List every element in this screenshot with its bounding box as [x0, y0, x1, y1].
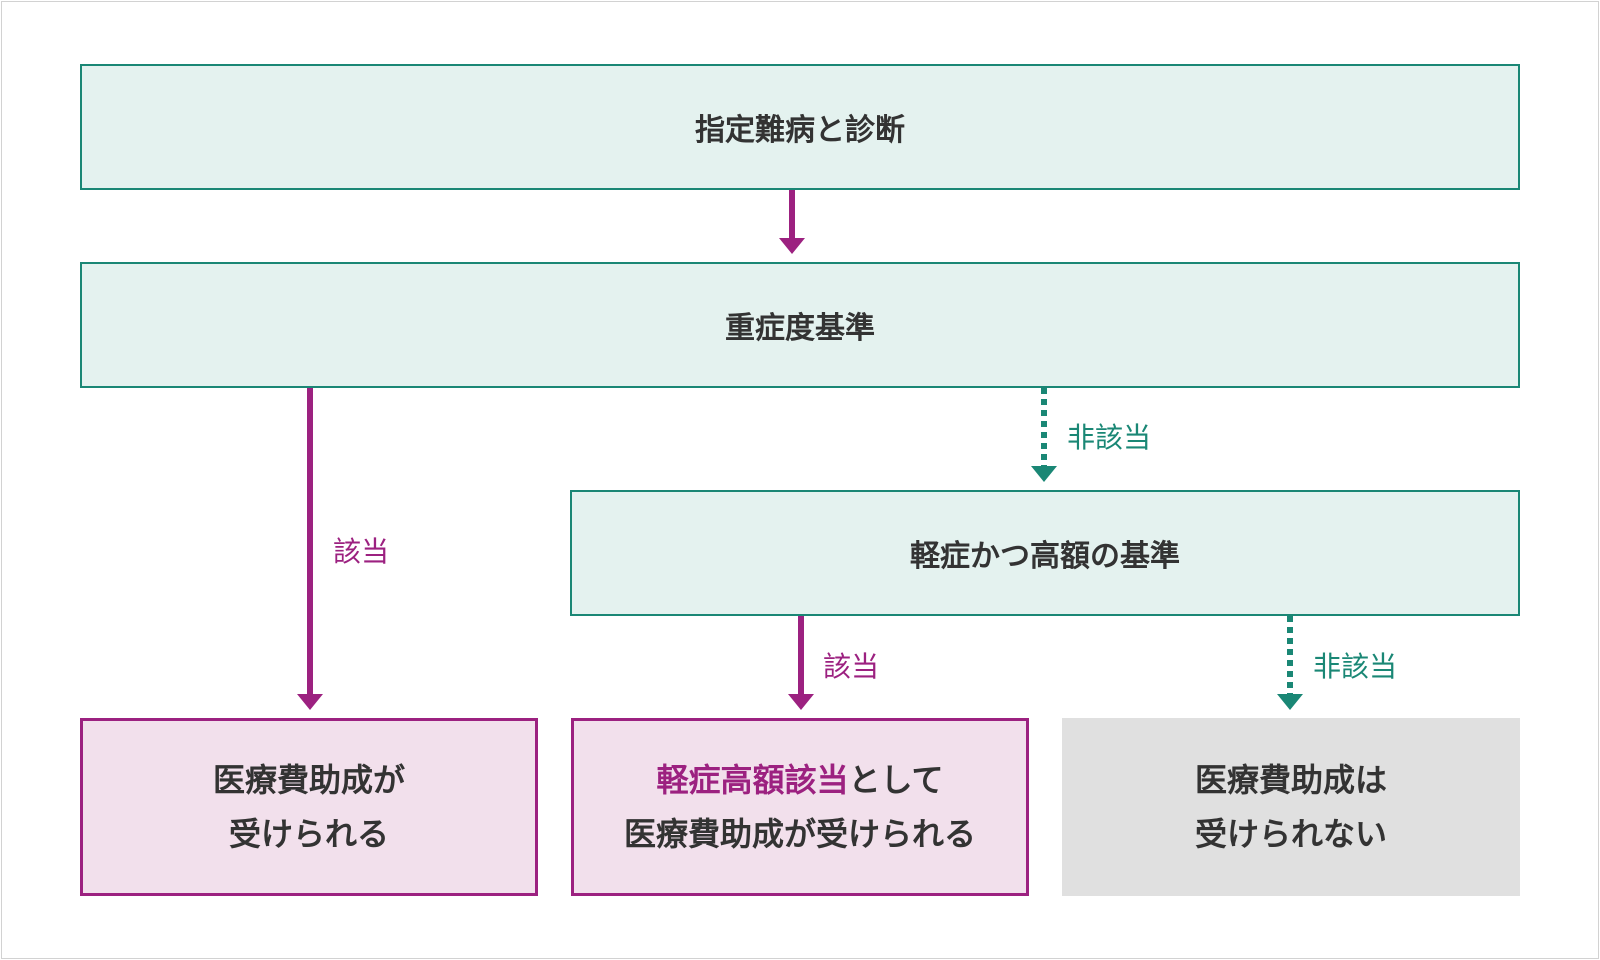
diagnosis-box: 指定難病と診断: [80, 64, 1520, 190]
label-applicable-middle: 該当: [823, 650, 880, 683]
result-subsidy-box: 医療費助成が 受けられる: [80, 718, 538, 896]
arrowhead-severity-to-mild: [1031, 466, 1057, 482]
result-mild-rest: として: [848, 761, 944, 799]
label-not-applicable-lower: 非該当: [1313, 650, 1398, 683]
arrowhead-mild-to-mild-result: [788, 694, 814, 710]
result-mild-line1: 軽症高額該当として: [656, 753, 943, 807]
label-applicable-left: 該当: [333, 535, 390, 568]
arrowhead-diagnosis-to-severity: [779, 238, 805, 254]
result-subsidy-line1: 医療費助成が: [212, 761, 405, 799]
result-none-line1: 医療費助成は: [1194, 761, 1387, 799]
arrowhead-severity-to-subsidy: [297, 694, 323, 710]
result-mild-highlight: 軽症高額該当: [656, 761, 849, 799]
label-not-applicable-upper: 非該当: [1067, 421, 1152, 454]
result-subsidy-line2: 受けられる: [228, 815, 389, 853]
mild-high-cost-box: 軽症かつ高額の基準: [570, 490, 1520, 616]
diagnosis-text: 指定難病と診断: [695, 113, 905, 148]
result-mild-line2: 医療費助成が受けられる: [623, 815, 976, 853]
result-mild-box: 軽症高額該当として 医療費助成が受けられる: [571, 718, 1029, 896]
severity-criteria-text: 重症度基準: [725, 311, 875, 346]
mild-high-cost-text: 軽症かつ高額の基準: [910, 539, 1180, 574]
result-none-box: 医療費助成は 受けられない: [1062, 718, 1520, 896]
arrowhead-mild-to-none: [1277, 694, 1303, 710]
severity-criteria-box: 重症度基準: [80, 262, 1520, 388]
result-none-line2: 受けられない: [1194, 815, 1387, 853]
